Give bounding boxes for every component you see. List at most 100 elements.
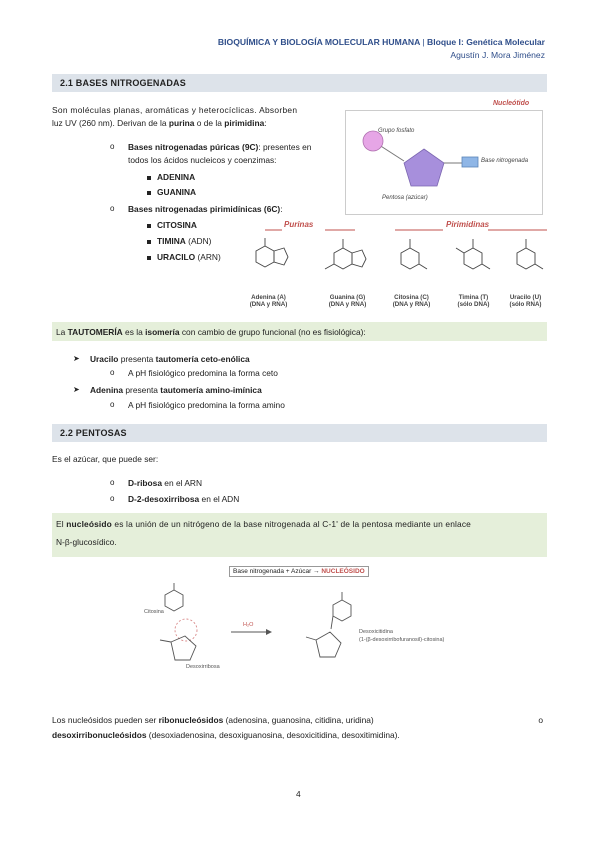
caption-citosina: Citosina (C)(DNA y RNA) <box>389 294 434 308</box>
closing-line-1: Los nucleósidos pueden ser ribonucleósid… <box>52 714 547 726</box>
purina-term: purina <box>168 118 195 128</box>
phosphate-label: Grupo fosfato <box>378 128 415 134</box>
list-item-guanina: GUANINA <box>147 186 196 198</box>
text: URACILO <box>157 252 196 262</box>
caption-uracilo: Uracilo (U)(sólo RNA) <box>503 294 548 308</box>
list-item-adenina: ADENINA <box>147 171 195 183</box>
bullet-square <box>147 175 151 180</box>
text: en el ADN <box>199 494 240 504</box>
text: Los nucleósidos pueden ser <box>52 715 159 725</box>
tautomeria-term: TAUTOMERÍA <box>67 327 123 337</box>
guanine-structure <box>324 239 367 270</box>
text: (adenosina, guanosina, citidina, uridina… <box>223 715 374 725</box>
pentosas-intro: Es el azúcar, que puede ser: <box>52 454 159 464</box>
caption-line: Uracilo (U) <box>509 294 542 301</box>
pentose-label: Pentosa (azúcar) <box>382 195 428 201</box>
product-name: Desoxicitidina <box>359 629 393 635</box>
tautomeria-sub-2: A pH fisiológico predomina la forma amin… <box>128 400 285 410</box>
text: tautomería ceto-enólica <box>155 354 250 364</box>
section-heading-2-1: 2.1 BASES NITROGENADAS <box>52 74 547 92</box>
text: tautomería amino-imínica <box>160 385 262 395</box>
tautomeria-sub-1: A pH fisiológico predomina la forma ceto <box>128 368 278 378</box>
pyrim-line: Bases nitrogenadas pirimidínicas (6C): <box>128 203 283 215</box>
uracil-structure <box>516 239 544 270</box>
header-author: Agustín J. Mora Jiménez <box>450 50 545 60</box>
caption-line: (DNA y RNA) <box>392 301 431 308</box>
caption-line: (sólo RNA) <box>509 301 542 308</box>
bullet-square <box>147 190 151 195</box>
bullet-circle: o <box>110 142 115 151</box>
closing-line-2: desoxirribonucleósidos (desoxiadenosina,… <box>52 729 400 741</box>
adenine-structure <box>255 238 289 268</box>
bullet-square <box>147 239 151 244</box>
intro-line-1: Son moléculas planas, aromáticas y heter… <box>52 105 298 115</box>
text: es la unión de un nitrógeno de la base n… <box>111 519 471 529</box>
purines-label: Purinas <box>284 220 314 229</box>
list-item-citosina: CITOSINA <box>147 219 197 231</box>
arrow-bullet-icon: ➤ <box>73 385 80 394</box>
caption-line: Timina (T) <box>458 294 489 301</box>
pentosa-ribosa: D-ribosa en el ARN <box>128 477 202 489</box>
bullet-square <box>147 223 151 228</box>
nucleosido-line-2: N-β-glucosídico. <box>56 537 117 547</box>
text: con cambio de grupo funcional (no es fis… <box>179 327 366 337</box>
text: (ARN) <box>195 252 221 262</box>
text: (ADN) <box>185 236 212 246</box>
bullet-circle: o <box>110 400 115 409</box>
text: Base nitrogenada + Azúcar → <box>233 568 322 575</box>
water-label: H₂O <box>243 622 254 628</box>
section-heading-2-2: 2.2 PENTOSAS <box>52 424 547 442</box>
bullet-square <box>147 255 151 260</box>
caption-line: Guanina (G) <box>329 294 366 301</box>
text: : <box>280 204 283 214</box>
phosphate-circle <box>362 130 384 152</box>
bullet-circle: o <box>110 204 115 213</box>
nucleoside-reaction-figure: Base nitrogenada + Azúcar → NUCLEÓSIDO C… <box>126 562 444 680</box>
caption-adenina: Adenina (A)(DNA y RNA) <box>246 294 291 308</box>
cytosine-structure <box>400 239 428 270</box>
purinic-line-2: todos los ácidos nucleicos y coenzimas: <box>128 155 277 165</box>
tautomeria-highlight: La TAUTOMERÍA es la isomería con cambio … <box>52 322 547 341</box>
isomeria-term: isomería <box>145 327 180 337</box>
text: presenta <box>118 354 156 364</box>
text: El <box>56 519 67 529</box>
reaction-title-box: Base nitrogenada + Azúcar → NUCLEÓSIDO <box>229 566 369 577</box>
caption-guanina: Guanina (G)(DNA y RNA) <box>325 294 370 308</box>
caption-line: (DNA y RNA) <box>328 301 367 308</box>
page-number: 4 <box>296 789 301 799</box>
text: o de la <box>194 118 225 128</box>
pentosa-desoxirribosa: D-2-desoxirribosa en el ADN <box>128 493 239 505</box>
pentose-pentagon <box>403 148 445 187</box>
section-title: 2.1 BASES NITROGENADAS <box>60 78 186 88</box>
purinic-line-1: Bases nitrogenadas púricas (9C): present… <box>128 141 311 153</box>
text: ribonucleósidos <box>158 715 224 725</box>
text: en el ARN <box>161 478 203 488</box>
intro-line-2: luz UV (260 nm). Derivan de la purina o … <box>52 117 267 129</box>
nucleotide-diagram-box: Grupo fosfato Base nitrogenada Pentosa (… <box>345 110 543 215</box>
caption-timina: Timina (T)(sólo DNA) <box>451 294 496 308</box>
nucleotide-title: Nucleótido <box>493 100 530 107</box>
text: D-2-desoxirribosa <box>128 494 200 504</box>
nucleosido-highlight: El nucleósido es la unión de un nitrógen… <box>52 513 547 557</box>
text: es la <box>122 327 146 337</box>
text: desoxirribonucleósidos <box>52 730 147 740</box>
bases-figure: Purinas Pirimidinas <box>243 218 549 318</box>
text: luz UV (260 nm). Derivan de la <box>52 118 169 128</box>
text: ADENINA <box>157 172 196 182</box>
header-block: Bloque I: Genética Molecular <box>427 37 545 47</box>
nucleotide-figure: Nucleótido Grupo fosfato Base nitrogenad… <box>343 100 544 215</box>
pyrim-term: Bases nitrogenadas pirimidínicas (6C) <box>128 204 281 214</box>
caption-line: Adenina (A) <box>251 294 286 301</box>
product-systematic-name: (1-(β-desoxirribofuranosil)-citosina) <box>359 637 445 643</box>
pyrimidines-label: Pirimidinas <box>446 220 490 229</box>
nucleosido-term: nucleósido <box>66 519 112 529</box>
citosina-label: Citosina <box>144 609 164 615</box>
reaction-structures <box>159 583 352 661</box>
section-title: 2.2 PENTOSAS <box>60 428 127 438</box>
tautomeria-item-uracilo: Uracilo presenta tautomería ceto-enólica <box>90 353 250 365</box>
bullet-circle: o <box>110 478 115 487</box>
tautomeria-text: La TAUTOMERÍA es la isomería con cambio … <box>56 326 366 338</box>
text: TIMINA <box>157 236 186 246</box>
header-course-title: BIOQUÍMICA Y BIOLOGÍA MOLECULAR HUMANA <box>217 37 421 47</box>
text: : presentes en <box>258 142 312 152</box>
